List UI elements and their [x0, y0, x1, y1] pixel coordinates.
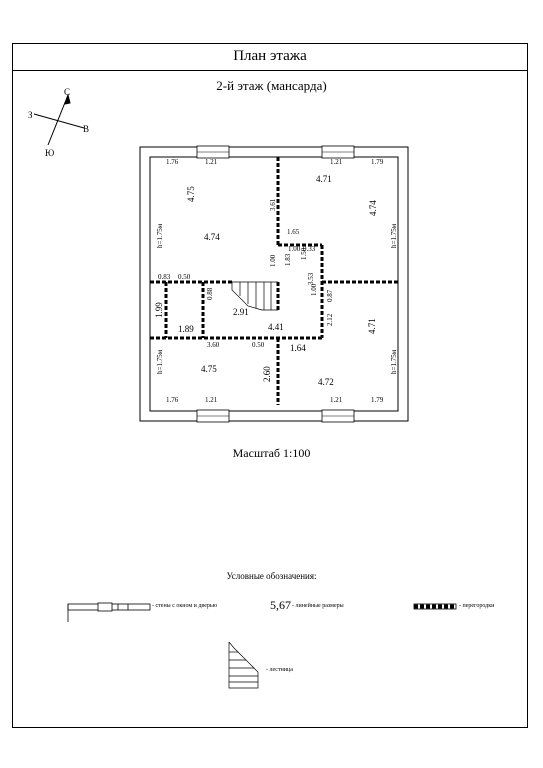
outer-walls — [139, 145, 409, 423]
dim-label: 1.83 — [284, 253, 292, 266]
dim-label: 1.00 — [310, 283, 318, 296]
room-dim-label: 4.71 — [316, 174, 332, 184]
legend-dim-label: - линейные размеры — [292, 603, 344, 609]
dim-label: 0.50 — [252, 341, 265, 349]
compass-south-label: Ю — [45, 148, 54, 158]
floor-label: 2-й этаж (мансарда) — [216, 78, 327, 93]
dim-label: 1.21 — [205, 396, 218, 404]
room-dim-label: 4.74 — [204, 232, 220, 242]
dim-label: 1.79 — [371, 158, 384, 166]
room-dim-label: 4.72 — [318, 377, 334, 387]
dim-label: 1.21 — [330, 158, 343, 166]
legend-partition-icon — [413, 603, 457, 610]
dim-label: 0.33 — [303, 245, 316, 253]
dim-label: 0.87 — [326, 289, 334, 302]
drawing-frame — [12, 43, 528, 728]
page-title: План этажа — [12, 43, 528, 71]
legend-dim-value: 5,67 — [270, 598, 291, 612]
room-dim-label: 4.41 — [268, 322, 284, 332]
dim-label: 3.60 — [207, 341, 220, 349]
dim-label: 1.65 — [287, 228, 300, 236]
compass-icon — [33, 93, 85, 146]
dim-label: 1.00 — [288, 245, 301, 253]
dim-label: 1.76 — [166, 158, 179, 166]
height-label: h=1.75м — [156, 223, 164, 248]
legend-stairs-icon — [228, 641, 259, 689]
legend-wall-label: - стены с окном и дверью — [152, 603, 218, 609]
legend-partition-label: - перегородки — [459, 603, 495, 609]
compass-east-label: В — [83, 124, 89, 134]
dim-label: 1.76 — [166, 396, 179, 404]
dim-label: 1.00 — [269, 254, 277, 267]
room-dim-label: 2.60 — [262, 366, 272, 382]
height-label: h=1.75м — [390, 223, 398, 248]
partitions — [150, 157, 398, 405]
dim-label: 0.88 — [206, 287, 214, 300]
room-dim-label: 4.74 — [368, 200, 378, 216]
dim-label: 1.50 — [300, 247, 308, 260]
scale-label: Масштаб 1:100 — [232, 446, 311, 460]
room-dim-label: 4.75 — [201, 364, 217, 374]
compass-west-label: З — [28, 110, 33, 120]
dim-label: 0.83 — [158, 273, 171, 281]
room-dim-label: 1.64 — [290, 343, 306, 353]
room-dim-label: 2.91 — [233, 307, 249, 317]
legend-stairs-label: - лестница — [266, 667, 293, 673]
dim-label: 1.79 — [371, 396, 384, 404]
legend-title: Условные обозначения: — [226, 571, 317, 581]
legend-wall-icon — [67, 602, 151, 622]
room-dim-label: 4.75 — [186, 186, 196, 202]
room-dim-label: 1.89 — [178, 324, 194, 334]
room-dim-label: 1.99 — [154, 302, 164, 318]
stairs-icon — [231, 281, 278, 311]
dim-label: 3.61 — [269, 198, 277, 211]
dim-label: 2.12 — [326, 313, 334, 326]
dim-label: 1.21 — [205, 158, 218, 166]
dim-label: 3.53 — [307, 272, 315, 285]
dim-label: 0.50 — [178, 273, 191, 281]
height-label: h=1.75м — [156, 349, 164, 374]
height-label: h=1.75м — [390, 349, 398, 374]
room-dim-label: 4.71 — [367, 318, 377, 334]
compass-north-label: С — [64, 87, 70, 97]
dim-label: 1.21 — [330, 396, 343, 404]
